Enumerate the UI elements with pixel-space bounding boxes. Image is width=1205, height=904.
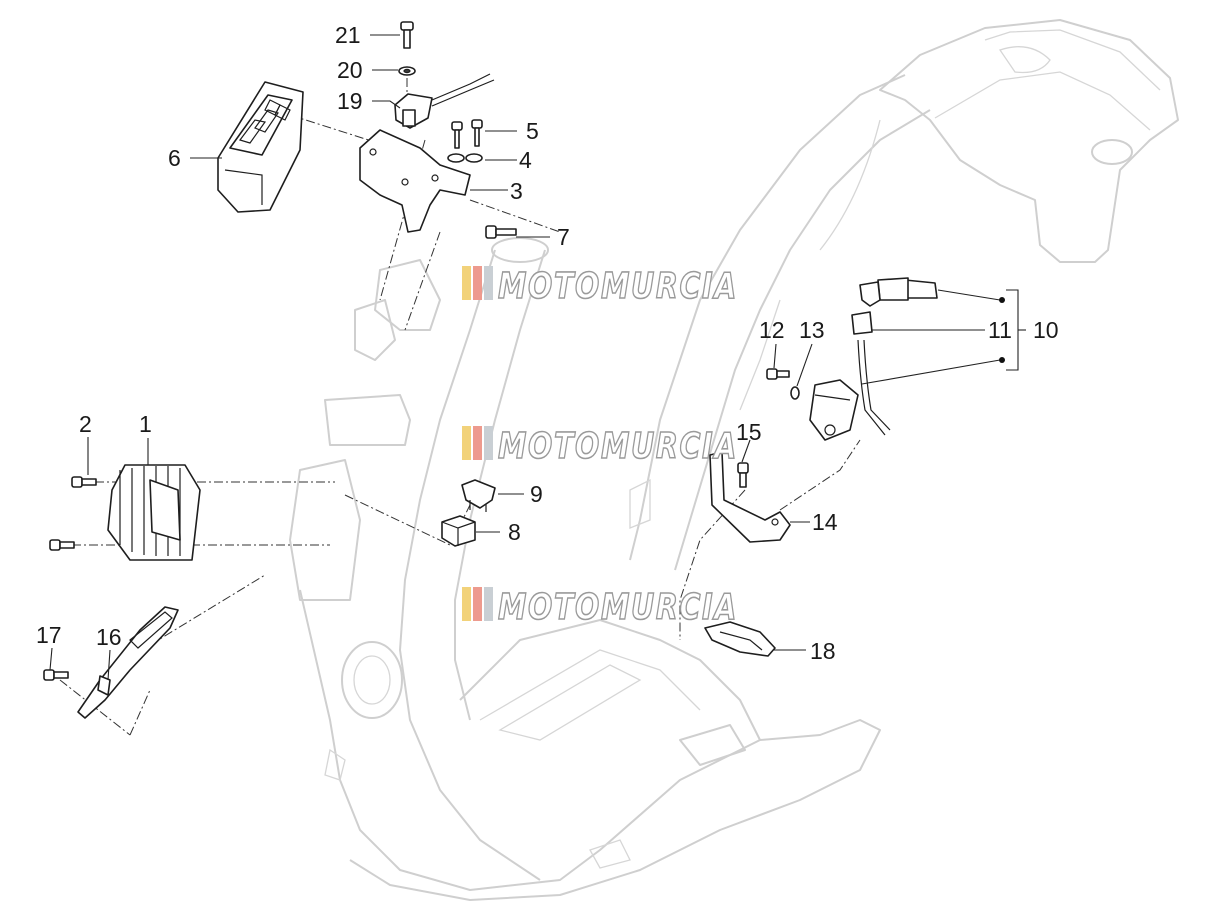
part-19-sensor[interactable] [394,73,495,129]
callout-6: 6 [168,145,181,171]
watermark: MOTOMURCIA [462,265,738,308]
callout-7: 7 [557,224,570,250]
callout-8: 8 [508,519,521,545]
part-13-washer[interactable] [790,386,800,400]
callout-12: 12 [759,317,785,343]
callout-15: 15 [736,419,762,445]
part-5-screws[interactable] [451,119,483,149]
watermark: MOTOMURCIA [462,425,738,468]
watermark: MOTOMURCIA [462,586,738,629]
callout-4: 4 [519,147,532,173]
scooter-frame [289,19,1179,901]
part-14-bracket[interactable] [709,451,791,543]
part-20-washer[interactable] [398,66,416,76]
watermark-stripe [473,266,482,300]
watermark-stripe [484,587,493,621]
watermark-stripe [462,587,471,621]
watermark-text: MOTOMURCIA [498,587,738,628]
part-17-screw[interactable] [43,669,69,681]
part-9-clip[interactable] [461,479,496,512]
callout-2: 2 [79,411,92,437]
watermark-text: MOTOMURCIA [498,426,738,467]
part-8-rubber-block[interactable] [441,515,476,547]
callout-21: 21 [335,22,361,48]
watermark-stripe [473,426,482,460]
callout-17: 17 [36,622,62,648]
part-7-screw[interactable] [485,225,517,239]
part-3-bracket[interactable] [359,129,471,233]
leader-lines [49,34,1026,681]
part-12-screw[interactable] [766,368,790,380]
callout-3: 3 [510,178,523,204]
part-6-control-unit[interactable] [217,81,304,213]
callout-9: 9 [530,481,543,507]
part-21-screw[interactable] [400,21,414,49]
watermark-stripe [462,266,471,300]
callout-13: 13 [799,317,825,343]
part-2-screw[interactable] [49,476,97,551]
callout-11: 11 [988,317,1012,343]
callout-1: 1 [139,411,152,437]
part-1-voltage-regulator[interactable] [107,464,201,561]
watermark-stripe [484,426,493,460]
callout-labels: 21 20 19 6 5 4 3 7 10 11 12 13 2 1 15 9 … [36,22,1059,664]
callout-5: 5 [526,118,539,144]
part-15-screw[interactable] [737,462,749,488]
part-ignition-coil[interactable] [809,379,859,441]
part-16-plate[interactable] [77,606,179,719]
watermark-stripe [462,426,471,460]
watermark-text: MOTOMURCIA [498,266,738,307]
callout-14: 14 [812,509,838,535]
watermark-stripe [484,266,493,300]
part-10-11-spark-plug-lead[interactable] [851,277,938,436]
callout-18: 18 [810,638,836,664]
watermark-stripe [473,587,482,621]
callout-20: 20 [337,57,363,83]
callout-16: 16 [96,624,122,650]
callout-19: 19 [337,88,363,114]
part-4-washers[interactable] [447,153,483,163]
callout-10: 10 [1033,317,1059,343]
part-18-cover[interactable] [704,621,776,657]
